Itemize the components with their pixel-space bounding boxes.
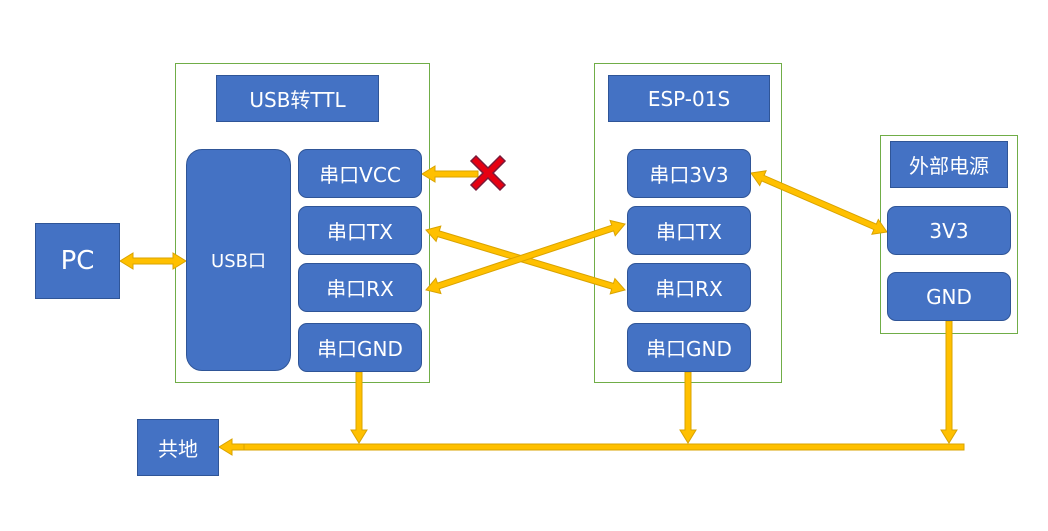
- usb-ttl-title: USB转TTL: [216, 75, 379, 122]
- ground-bus-line: [227, 443, 965, 451]
- usb-port-block: USB口: [186, 149, 291, 371]
- esp01s-title: ESP-01S: [608, 75, 770, 122]
- vcc-disconnected-arrow: [421, 165, 479, 183]
- usb-ttl-pin-rx: 串口RX: [298, 263, 422, 312]
- esp-3v3-to-ext-3v3-arrow: [750, 170, 888, 235]
- ext-power-pin-gnd: GND: [887, 272, 1011, 321]
- esp-pin-3v3: 串口3V3: [627, 149, 751, 198]
- esp-pin-tx: 串口TX: [627, 206, 751, 255]
- pc-label: PC: [60, 246, 95, 276]
- esp-pin-gnd: 串口GND: [627, 323, 751, 372]
- cross-icon: [469, 154, 507, 192]
- esp-pin-rx: 串口RX: [627, 263, 751, 312]
- common-ground-box: 共地: [137, 419, 219, 476]
- ext-gnd-drop-arrow: [940, 320, 958, 444]
- usb-ttl-pin-tx: 串口TX: [298, 206, 422, 255]
- esp-gnd-drop-arrow: [679, 371, 697, 444]
- common-ground-label: 共地: [158, 437, 198, 461]
- external-power-title: 外部电源: [890, 141, 1008, 188]
- ext-power-pin-3v3: 3V3: [887, 206, 1011, 255]
- usb-rx-to-esp-tx-arrow: [425, 219, 626, 295]
- pc-box: PC: [35, 223, 120, 299]
- usb-ttl-pin-gnd: 串口GND: [298, 323, 422, 372]
- usb-ttl-pin-vcc: 串口VCC: [298, 149, 422, 198]
- pc-usb-arrow: [119, 252, 187, 270]
- ground-bus-arrowhead: [218, 438, 245, 456]
- usb-gnd-drop-arrow: [350, 371, 368, 444]
- arrows: [119, 165, 965, 456]
